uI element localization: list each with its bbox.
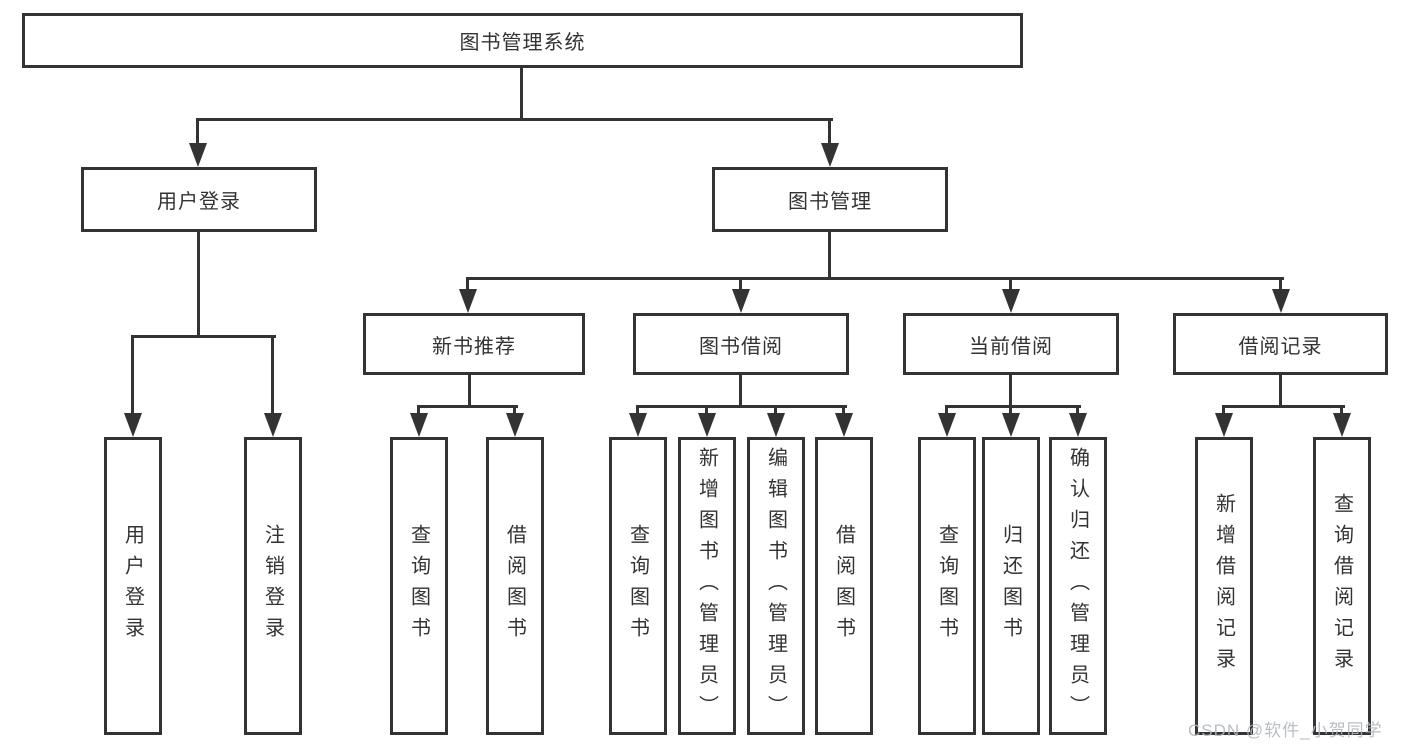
arrow-down-icon	[629, 413, 647, 437]
arrow-down-icon	[698, 413, 716, 437]
watermark: CSDN @软件_小贺同学	[1188, 721, 1383, 740]
connector-line	[1076, 405, 1079, 416]
node-label: 新增图书（管理员）	[695, 446, 718, 726]
node-logout-leaf: 注销登录	[244, 437, 302, 735]
node-query-books-current: 查询图书	[918, 437, 976, 735]
arrow-down-icon	[938, 413, 956, 437]
connector-line	[271, 335, 274, 416]
connector-line	[945, 405, 1081, 408]
node-label: 新书推荐	[432, 335, 516, 358]
arrow-down-icon	[1002, 289, 1020, 313]
node-confirm-return-admin: 确认归还（管理员）	[1049, 437, 1107, 735]
connector-line	[513, 405, 516, 416]
connector-line	[1009, 405, 1012, 416]
arrow-down-icon	[732, 289, 750, 313]
arrow-down-icon	[459, 289, 477, 313]
connector-line	[739, 277, 742, 292]
node-label: 确认归还（管理员）	[1066, 446, 1089, 726]
node-query-books-borrowing: 查询图书	[609, 437, 667, 735]
node-return-books: 归还图书	[982, 437, 1040, 735]
arrow-down-icon	[1002, 413, 1020, 437]
node-edit-books-admin: 编辑图书（管理员）	[747, 437, 805, 735]
node-label: 归还图书	[999, 524, 1022, 648]
node-book-borrowing: 图书借阅	[633, 313, 849, 375]
connector-line	[1009, 277, 1012, 292]
arrow-down-icon	[767, 413, 785, 437]
arrow-down-icon	[506, 413, 524, 437]
node-current-borrowing: 当前借阅	[903, 313, 1119, 375]
connector-line	[1279, 277, 1282, 292]
node-label: 借阅图书	[503, 524, 526, 648]
node-borrowing-records: 借阅记录	[1173, 313, 1388, 375]
node-label: 图书管理系统	[459, 32, 586, 54]
connector-line	[131, 335, 276, 338]
node-book-management: 图书管理	[712, 167, 948, 232]
connector-line	[520, 68, 523, 121]
arrow-down-icon	[1333, 413, 1351, 437]
node-root-library-system: 图书管理系统	[22, 13, 1023, 68]
connector-line	[1222, 405, 1345, 408]
connector-line	[1340, 405, 1343, 416]
connector-line	[739, 375, 742, 408]
connector-line	[828, 232, 831, 280]
node-label: 借阅记录	[1238, 335, 1323, 358]
arrow-down-icon	[1272, 289, 1290, 313]
connector-line	[196, 118, 833, 121]
connector-line	[774, 405, 777, 416]
node-user-login: 用户登录	[81, 167, 317, 232]
node-label: 用户登录	[157, 191, 241, 213]
node-label: 新增借阅记录	[1212, 493, 1235, 679]
node-label: 查询借阅记录	[1330, 493, 1353, 679]
arrow-down-icon	[189, 143, 207, 167]
connector-line	[197, 232, 200, 338]
node-user-login-leaf: 用户登录	[104, 437, 162, 735]
node-label: 当前借阅	[969, 335, 1053, 358]
node-borrow-books-borrowing: 借阅图书	[815, 437, 873, 735]
arrow-down-icon	[821, 143, 839, 167]
connector-line	[131, 335, 134, 416]
arrow-down-icon	[410, 413, 428, 437]
node-add-borrow-record: 新增借阅记录	[1195, 437, 1253, 735]
arrow-down-icon	[264, 413, 282, 437]
node-label: 查询图书	[407, 524, 430, 648]
connector-line	[842, 405, 845, 416]
node-query-books-recommend: 查询图书	[390, 437, 448, 735]
node-query-borrow-record: 查询借阅记录	[1313, 437, 1371, 735]
connector-line	[466, 277, 1284, 280]
connector-line	[468, 375, 471, 408]
connector-line	[1222, 405, 1225, 416]
connector-line	[466, 277, 469, 292]
node-label: 查询图书	[935, 524, 958, 648]
connector-line	[1279, 375, 1282, 408]
node-label: 图书管理	[788, 191, 872, 213]
connector-line	[1009, 375, 1012, 408]
connector-line	[705, 405, 708, 416]
node-new-book-recommend: 新书推荐	[363, 313, 585, 375]
node-label: 注销登录	[261, 524, 284, 648]
arrow-down-icon	[1069, 413, 1087, 437]
node-label: 图书借阅	[699, 335, 783, 358]
connector-line	[417, 405, 420, 416]
node-label: 编辑图书（管理员）	[764, 446, 787, 726]
connector-line	[945, 405, 948, 416]
arrow-down-icon	[835, 413, 853, 437]
connector-line	[417, 405, 518, 408]
node-label: 查询图书	[626, 524, 649, 648]
connector-line	[828, 118, 831, 146]
connector-line	[196, 118, 199, 146]
node-label: 借阅图书	[832, 524, 855, 648]
node-label: 用户登录	[121, 524, 144, 648]
node-add-books-admin: 新增图书（管理员）	[678, 437, 736, 735]
arrow-down-icon	[124, 413, 142, 437]
connector-line	[636, 405, 847, 408]
connector-line	[636, 405, 639, 416]
arrow-down-icon	[1215, 413, 1233, 437]
node-borrow-books-recommend: 借阅图书	[486, 437, 544, 735]
